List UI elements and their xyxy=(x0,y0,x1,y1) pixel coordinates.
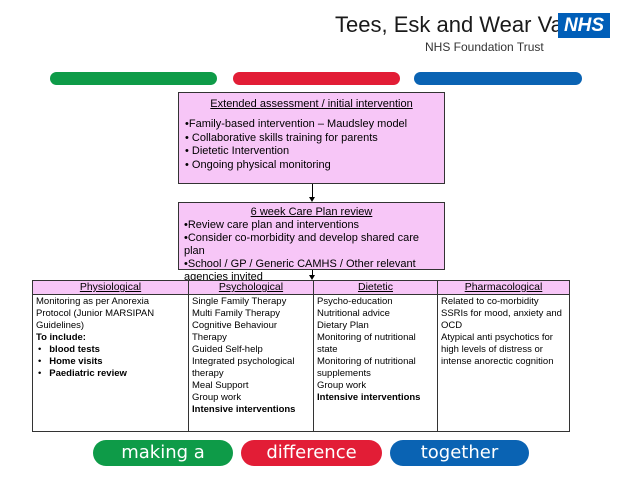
column-heading: Pharmacological xyxy=(438,281,569,295)
flow-arrow-line xyxy=(312,184,313,197)
list-item: Guided Self-help xyxy=(192,344,263,355)
blue-bar xyxy=(414,72,582,85)
list-item: • Paediatric review xyxy=(38,368,127,379)
list-item: Dietary Plan xyxy=(317,320,369,331)
list-item: • blood tests xyxy=(38,344,100,355)
list-item: Meal Support xyxy=(192,380,249,391)
list-item: Monitoring of nutritional supplements xyxy=(317,356,416,379)
red-bar xyxy=(233,72,400,85)
box1-title: Extended assessment / initial interventi… xyxy=(210,98,413,110)
box1-line: • Ongoing physical monitoring xyxy=(185,158,331,171)
column-physiological: Physiological Monitoring as per Anorexia… xyxy=(33,281,189,431)
list-item: Integrated psychological therapy xyxy=(192,356,295,379)
initial-intervention-box: Extended assessment / initial interventi… xyxy=(178,92,445,184)
box1-line: • Collaborative skills training for pare… xyxy=(185,131,378,144)
list-item: • Home visits xyxy=(38,356,103,367)
list-item: SSRIs for mood, anxiety and OCD xyxy=(441,308,562,331)
list-item: Single Family Therapy xyxy=(192,296,287,307)
box2-title: 6 week Care Plan review xyxy=(250,206,373,218)
list-item-bold: Intensive interventions xyxy=(317,392,421,403)
list-item: Atypical anti psychotics for high levels… xyxy=(441,332,554,367)
org-subtitle: NHS Foundation Trust xyxy=(425,40,544,54)
list-item: Nutritional advice xyxy=(317,308,390,319)
column-heading: Physiological xyxy=(33,281,188,295)
include-label: To include: xyxy=(36,332,86,343)
care-plan-review-box: 6 week Care Plan review •Review care pla… xyxy=(178,202,445,283)
intervention-grid: Physiological Monitoring as per Anorexia… xyxy=(32,280,570,432)
list-item: Group work xyxy=(192,392,242,403)
list-item: Cognitive Behaviour Therapy xyxy=(192,320,278,343)
column-heading: Dietetic xyxy=(314,281,437,295)
making-a-pill: making a xyxy=(93,440,233,466)
column-pharmacological: Pharmacological Related to co-morbidity … xyxy=(438,281,569,431)
box2-line: •Consider co-morbidity and develop share… xyxy=(184,232,419,257)
flow-arrow-head xyxy=(309,275,315,280)
flow-arrow-line xyxy=(312,270,313,276)
column-psychological: Psychological Single Family Therapy Mult… xyxy=(189,281,314,431)
green-bar xyxy=(50,72,217,85)
column-heading: Psychological xyxy=(189,281,313,295)
together-pill: together xyxy=(390,440,529,466)
list-item: Monitoring of nutritional state xyxy=(317,332,416,355)
list-item-bold: Intensive interventions xyxy=(192,404,296,415)
list-item: Multi Family Therapy xyxy=(192,308,280,319)
list-item: Psycho-education xyxy=(317,296,393,307)
box1-line: •Family-based intervention – Maudsley mo… xyxy=(185,118,408,130)
box1-line: • Dietetic Intervention xyxy=(185,145,290,157)
column-dietetic: Dietetic Psycho-education Nutritional ad… xyxy=(314,281,438,431)
flow-arrow-head xyxy=(309,197,315,202)
list-item: Group work xyxy=(317,380,367,391)
nhs-logo: NHS xyxy=(558,13,610,38)
box2-line: •Review care plan and interventions xyxy=(184,219,360,231)
column-text: Monitoring as per Anorexia Protocol (Jun… xyxy=(36,296,155,331)
difference-pill: difference xyxy=(241,440,382,466)
list-item: Related to co-morbidity xyxy=(441,296,539,307)
